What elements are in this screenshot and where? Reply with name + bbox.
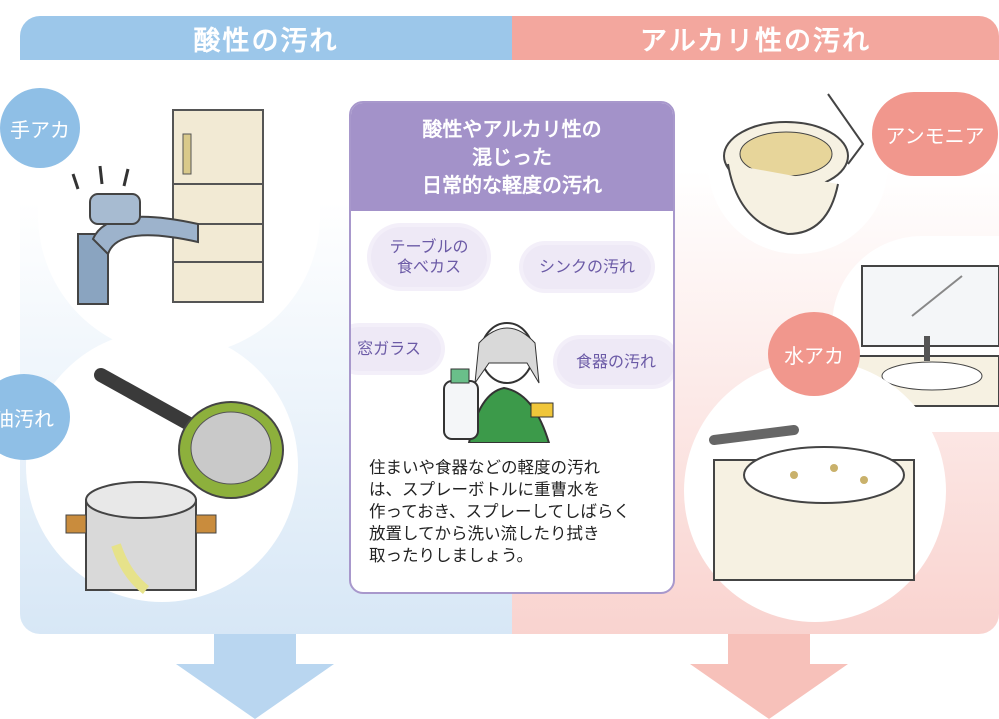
table-scraps-cloud: テーブルの 食べカス [371, 227, 487, 287]
body-line-5: 取ったりしましょう。 [369, 546, 534, 565]
center-title-line-3: 日常的な軽度の汚れ [422, 173, 602, 197]
body-line-1: 住まいや食器などの軽度の汚れ [369, 458, 600, 477]
woman-with-spray-illustration [439, 283, 569, 444]
bathtub-illustration [684, 360, 946, 622]
body-line-2: は、スプレーボトルに重曹水を [369, 480, 600, 499]
faucet-fridge-illustration [38, 74, 320, 356]
window-glass-cloud: 窓ガラス [351, 327, 441, 371]
sink-grime-cloud: シンクの汚れ [523, 245, 651, 289]
center-info-box: 酸性やアルカリ性の 混じった 日常的な軽度の汚れ テーブルの 食べカス シンクの… [349, 101, 675, 594]
pots-illustration [26, 330, 298, 602]
acid-down-arrow [176, 634, 334, 719]
alkaline-header: アルカリ性の汚れ [512, 16, 999, 60]
table-scraps-line-1: テーブルの [389, 237, 469, 256]
toilet-illustration [708, 74, 888, 254]
dish-grime-label: 食器の汚れ [575, 352, 656, 371]
ammonia-label: アンモニア [885, 123, 985, 148]
oil-grime-badge: 油汚れ [0, 374, 70, 460]
alkaline-down-arrow [690, 634, 848, 719]
center-body-text: 住まいや食器などの軽度の汚れ は、スプレーボトルに重曹水を 作っておき、スプレー… [369, 457, 661, 567]
body-line-3: 作っておき、スプレーしてしばらく [369, 502, 631, 521]
water-scale-label: 水アカ [784, 343, 844, 368]
window-glass-label: 窓ガラス [357, 339, 421, 358]
dish-grime-cloud: 食器の汚れ [557, 339, 673, 385]
sink-grime-label: シンクの汚れ [538, 257, 635, 276]
center-title-line-1: 酸性やアルカリ性の [422, 117, 602, 141]
hand-grime-badge: 手アカ [0, 88, 80, 168]
body-line-4: 放置してから洗い流したり拭き [369, 524, 600, 543]
table-scraps-line-2: 食べカス [396, 257, 461, 276]
water-scale-badge: 水アカ [768, 312, 860, 396]
center-title: 酸性やアルカリ性の 混じった 日常的な軽度の汚れ [351, 103, 673, 211]
hand-grime-label: 手アカ [10, 117, 70, 142]
acid-header: 酸性の汚れ [20, 16, 512, 60]
oil-grime-label: 油汚れ [0, 406, 54, 431]
ammonia-badge: アンモニア [872, 92, 998, 176]
center-title-line-2: 混じった [472, 145, 552, 169]
